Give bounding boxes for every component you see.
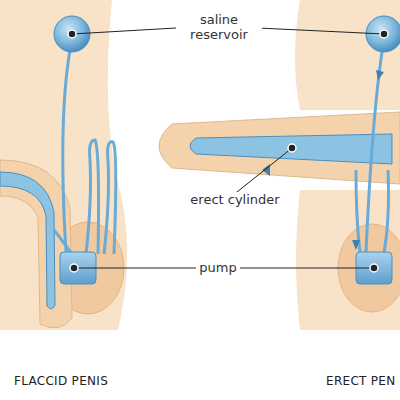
- part-label: erect cylinder: [178, 192, 292, 207]
- flow-arrows: [262, 70, 384, 250]
- torso: [0, 0, 127, 330]
- erect-penis: [159, 112, 400, 184]
- reservoir-shape: [54, 16, 90, 52]
- cylinder: [190, 134, 392, 164]
- flaccid-penis: [0, 160, 72, 328]
- reservoir-shape: [366, 16, 400, 52]
- part-label: saline reservoir: [176, 12, 262, 42]
- cylinder: [0, 172, 55, 309]
- leader-lines: [72, 28, 384, 268]
- view-caption: FLACCID PENIS: [14, 374, 154, 389]
- leader-dots: [68, 30, 388, 272]
- tubing: [356, 52, 389, 252]
- tubing: [54, 50, 116, 254]
- part-label: pump: [196, 260, 240, 275]
- view-caption: ERECT PEN: [326, 374, 400, 389]
